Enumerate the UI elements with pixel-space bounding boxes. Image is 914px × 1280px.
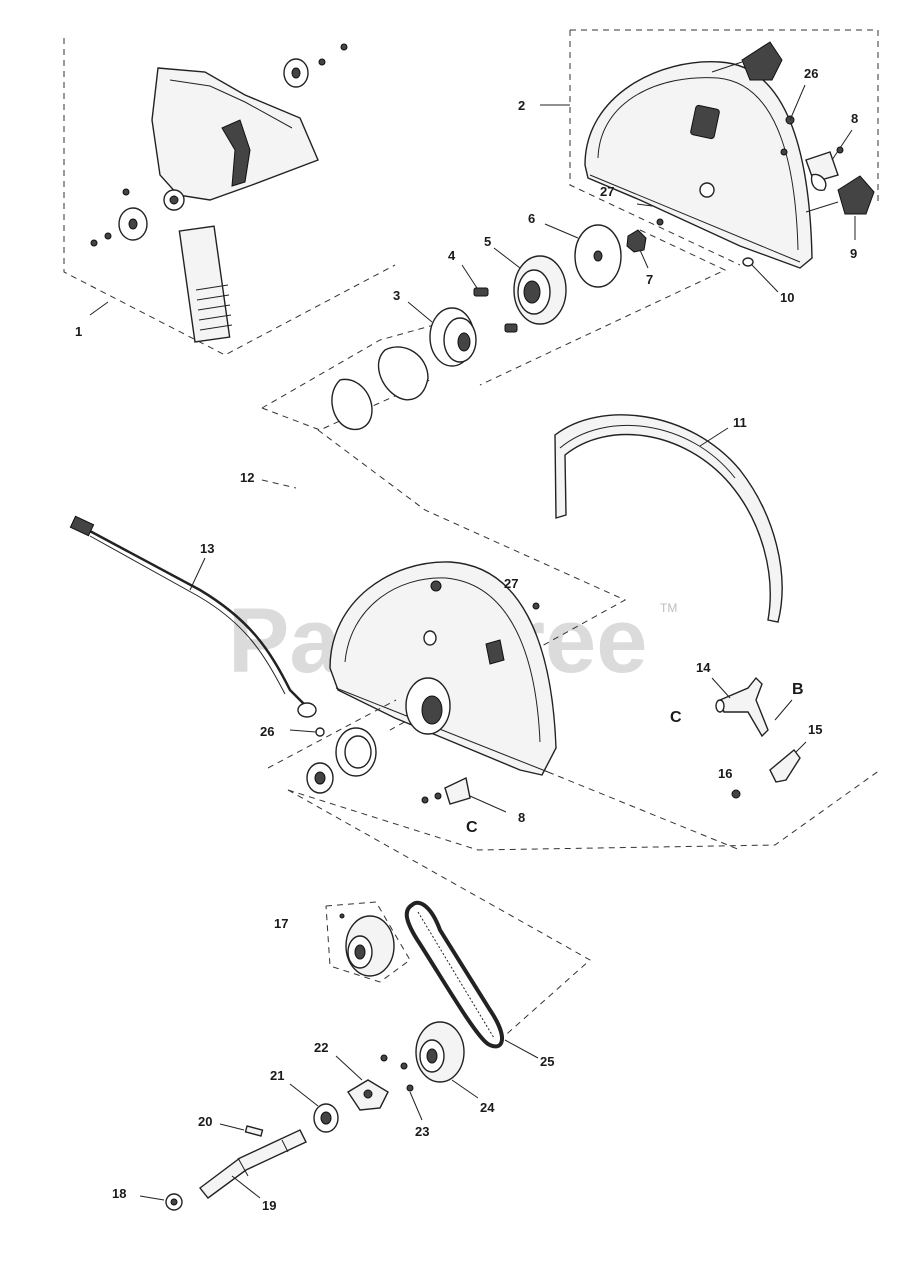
part-1-bearing[interactable] [283, 43, 348, 88]
callout-27-top: 27 [600, 184, 614, 199]
part-15-fitting[interactable] [769, 741, 807, 783]
group-2-boundary [569, 29, 879, 266]
part-23-screw[interactable] [406, 1084, 423, 1121]
part-10[interactable] [742, 257, 779, 293]
part-seal-small[interactable] [306, 762, 334, 794]
callout-C-bottom: C [466, 819, 478, 836]
callout-16: 16 [718, 766, 732, 781]
callout-2: 2 [518, 98, 525, 113]
part-12-inner-guard[interactable] [329, 561, 557, 776]
part-14-y-connector[interactable] [715, 676, 769, 738]
callout-11: 11 [733, 415, 747, 430]
callout-10: 10 [780, 290, 794, 305]
part-16[interactable] [731, 789, 741, 799]
part-24-drive-pulley[interactable] [415, 1021, 465, 1083]
watermark-tm: TM [660, 601, 677, 615]
callout-12: 12 [240, 470, 254, 485]
part-2-knob-top[interactable] [711, 41, 783, 81]
part-7-nut[interactable] [626, 229, 649, 269]
callout-B: B [792, 681, 804, 698]
callout-15: 15 [808, 722, 822, 737]
callout-20: 20 [198, 1114, 212, 1129]
part-4-bolt[interactable] [461, 264, 518, 333]
part-22-bracket[interactable] [347, 1054, 408, 1111]
callout-18: 18 [112, 1186, 126, 1201]
callout-26-top: 26 [804, 66, 818, 81]
part-18-nut[interactable] [139, 1193, 183, 1211]
callout-8-bottom: 8 [518, 810, 525, 825]
callout-27-mid: 27 [504, 576, 518, 591]
callout-23: 23 [415, 1124, 429, 1139]
callout-4: 4 [448, 248, 456, 263]
callout-9: 9 [850, 246, 857, 261]
part-17-pulley[interactable] [325, 901, 411, 983]
callout-26-mid: 26 [260, 724, 274, 739]
callout-19: 19 [262, 1198, 276, 1213]
part-9-knob[interactable] [805, 175, 875, 240]
callout-13: 13 [200, 541, 214, 556]
callout-14: 14 [696, 660, 711, 675]
part-13-water-rod[interactable] [69, 515, 317, 718]
part-2-blade-guard[interactable] [584, 61, 813, 269]
callout-7: 7 [646, 272, 653, 287]
part-8-bottom[interactable] [421, 776, 507, 813]
part-1-washer[interactable] [90, 188, 148, 247]
part-11-guard-strip[interactable] [554, 414, 783, 623]
group-center-boundary [267, 699, 881, 1041]
callout-24: 24 [480, 1100, 495, 1115]
callout-C-mid: C [670, 709, 682, 726]
callout-6: 6 [528, 211, 535, 226]
part-8-top[interactable] [780, 129, 853, 191]
callout-21: 21 [270, 1068, 284, 1083]
callout-25: 25 [540, 1054, 554, 1069]
part-26-top[interactable] [785, 84, 806, 125]
part-21-bearing[interactable] [313, 1103, 339, 1133]
part-3-flange[interactable] [429, 307, 477, 367]
part-6-washer[interactable] [574, 224, 622, 288]
part-20-key[interactable] [219, 1123, 264, 1137]
part-27-top[interactable] [636, 203, 664, 226]
part-19-shaft[interactable] [199, 1129, 307, 1199]
callout-3: 3 [393, 288, 400, 303]
part-5-pulley-flange[interactable] [513, 255, 567, 325]
part-gaskets[interactable] [331, 346, 429, 431]
part-27-mid[interactable] [532, 602, 540, 610]
part-26-mid[interactable] [289, 727, 325, 737]
group-1-boundary [63, 38, 396, 356]
callout-1: 1 [75, 324, 82, 339]
part-seal-large[interactable] [335, 727, 377, 777]
callout-22: 22 [314, 1040, 328, 1055]
part-25-belt[interactable] [404, 900, 504, 1049]
part-1-rear-guard[interactable] [151, 67, 319, 343]
callout-5: 5 [484, 234, 491, 249]
callout-8-top: 8 [851, 111, 858, 126]
callout-17: 17 [274, 916, 288, 931]
